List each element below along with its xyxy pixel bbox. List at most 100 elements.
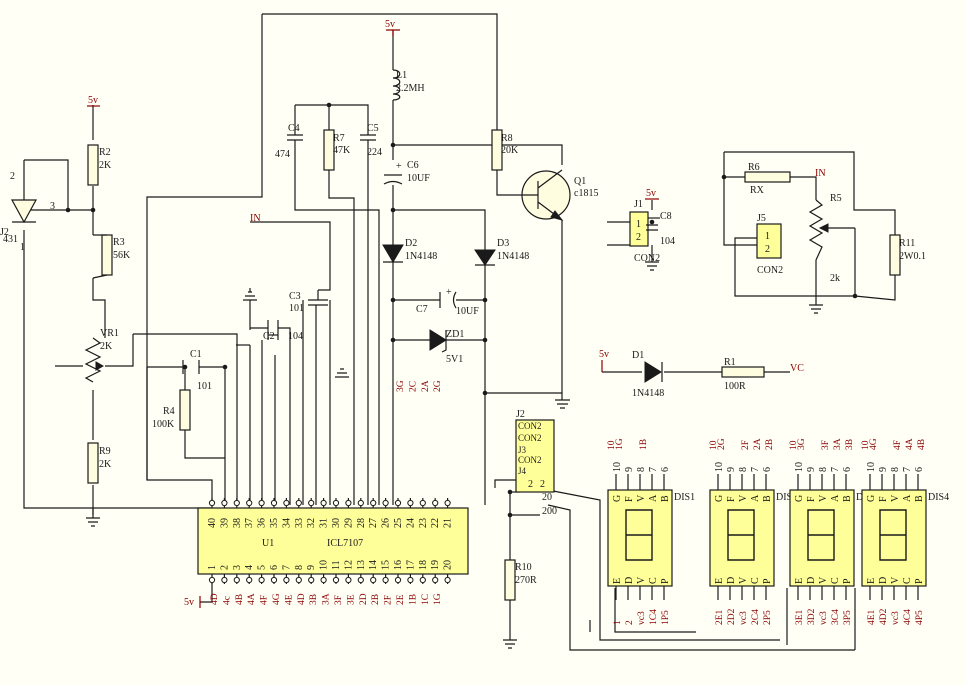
u1-segment-label: 2F: [384, 595, 394, 605]
connector-stack-J2-J4: J2 CON2 CON2 J3 CON2 J4 2 2 20 200: [515, 409, 557, 517]
svg-text:CON2: CON2: [518, 455, 542, 465]
pin-number: 7: [902, 467, 913, 472]
display-ref: DIS1: [674, 492, 695, 503]
capacitor-C8: C8 104: [646, 211, 675, 247]
segment-letter: D: [878, 577, 889, 584]
display-top-label: 10: [789, 440, 799, 450]
transistor-Q1: Q1 c1815: [521, 169, 598, 221]
u1-pin-number: 7: [281, 565, 292, 570]
display-bottom-label: 1C4: [649, 609, 659, 625]
pin-number: 8: [818, 467, 829, 472]
svg-text:D2: D2: [405, 238, 417, 249]
u1-pin: [221, 499, 228, 507]
u1-pin: [295, 576, 302, 584]
svg-text:ICL7107: ICL7107: [327, 538, 363, 549]
pin-number: 7: [648, 467, 659, 472]
segment-letter: G: [714, 495, 725, 502]
u1-pin-number: 28: [356, 518, 367, 528]
svg-text:270R: 270R: [515, 575, 537, 586]
u1-pin: [295, 499, 302, 507]
u1-pin-number: 37: [244, 518, 255, 528]
display-top-label: 4F: [893, 440, 903, 450]
u1-pin-number: 39: [219, 518, 230, 528]
svg-text:RX: RX: [750, 185, 765, 196]
segment-letter: E: [866, 578, 877, 584]
capacitor-C5: C5 224: [360, 123, 382, 158]
display-bottom-label: 4C4: [903, 609, 913, 625]
u1-segment-label: 4c: [222, 596, 232, 605]
display-bottom-label: 4E1: [867, 609, 877, 625]
u1-pin: [270, 576, 278, 584]
segment-letter: A: [830, 494, 841, 502]
u1-segment-label: 4F: [260, 595, 270, 605]
capacitor-C6: + C6 10UF: [383, 160, 430, 185]
resistor-R4: R4 100K: [152, 389, 191, 431]
u1-segment-label: 1G: [433, 593, 443, 605]
u1-segment-label: 3G: [396, 380, 406, 392]
display-bottom-label: 3C4: [831, 609, 841, 625]
u1-pin: [208, 499, 216, 507]
u1-pin: [233, 576, 240, 584]
u1-pin: [308, 576, 315, 584]
segment-letter: D: [624, 577, 635, 584]
display-bottom-label: 2D2: [727, 608, 737, 625]
svg-text:20K: 20K: [501, 145, 519, 156]
u1-pin-number: 30: [331, 518, 342, 528]
svg-text:C3: C3: [289, 291, 301, 302]
u1-pin: [320, 499, 327, 507]
seven-segment-glyph: [879, 509, 907, 561]
diode-D3: D3 1N4148: [474, 238, 529, 266]
segment-letter: A: [750, 494, 761, 502]
svg-text:D1: D1: [632, 350, 644, 361]
svg-text:C8: C8: [660, 211, 672, 222]
pin-number: 8: [738, 467, 749, 472]
display-top-label: 1G: [615, 438, 625, 450]
svg-text:10UF: 10UF: [407, 173, 430, 184]
pin-number: 10: [866, 462, 877, 472]
u1-pin: [221, 576, 228, 584]
svg-text:ZD1: ZD1: [446, 329, 464, 340]
svg-text:2K: 2K: [99, 160, 112, 171]
svg-text:CON2: CON2: [518, 433, 542, 443]
svg-text:c1815: c1815: [574, 188, 598, 199]
u1-pin: [332, 499, 340, 507]
u1-segment-label: 4D: [297, 593, 307, 605]
u1-pin-number: 31: [319, 518, 330, 528]
svg-text:431: 431: [3, 234, 18, 245]
u1-pin: [432, 576, 439, 584]
display-bottom-label: 3D2: [807, 608, 817, 625]
u1-pin-number: 11: [331, 560, 342, 570]
svg-text:CON2: CON2: [757, 265, 783, 276]
power-label: 5v: [184, 597, 194, 608]
svg-text:+: +: [396, 161, 402, 172]
zener-ZD1: ZD1 5V1: [429, 329, 464, 365]
u1-segment-label: 3A: [322, 593, 332, 605]
segment-letter: E: [794, 578, 805, 584]
svg-text:C6: C6: [407, 160, 419, 171]
u1-pin: [308, 499, 315, 507]
display-top-label: 2A: [753, 438, 763, 450]
svg-text:1N4148: 1N4148: [632, 388, 664, 399]
svg-text:101: 101: [289, 303, 304, 314]
u1-pin: [345, 499, 352, 507]
svg-text:C7: C7: [416, 304, 428, 315]
u1-pin-number: 17: [405, 560, 416, 570]
display-bottom-label: 2: [625, 620, 635, 625]
svg-text:R3: R3: [113, 237, 125, 248]
u1-pin: [370, 576, 377, 584]
svg-text:20: 20: [542, 492, 552, 503]
u1-pin-number: 33: [294, 518, 305, 528]
u1-segment-label: 2C: [408, 381, 418, 392]
diode-D2: D2 1N4148: [382, 238, 437, 263]
power-5v-j1: 5v: [645, 188, 659, 200]
display-bottom-label: 4D2: [879, 608, 889, 625]
u1-pin-number: 3: [232, 565, 243, 570]
power-5v-top: 5v: [385, 19, 400, 36]
u1-pin: [444, 499, 451, 507]
svg-text:2K: 2K: [100, 341, 113, 352]
